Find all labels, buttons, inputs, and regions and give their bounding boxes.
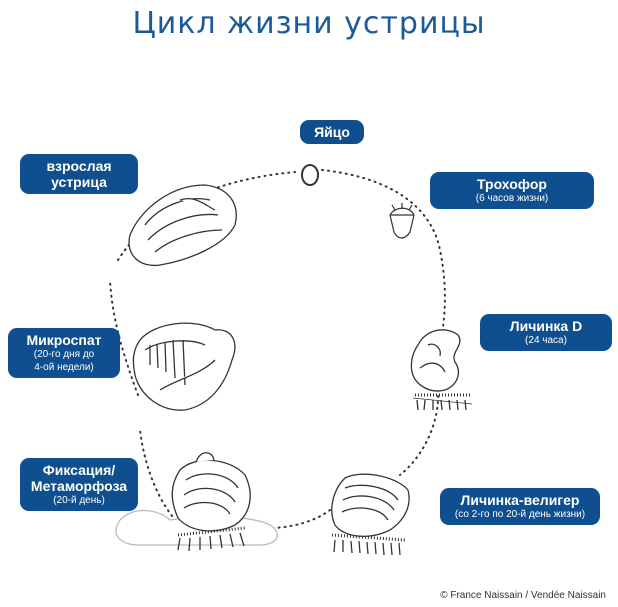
trochophore-note: (6 часов жизни) [475, 193, 549, 204]
fixation-shape [115, 452, 279, 552]
microspat-note-line2: 4-ой недели) [34, 362, 94, 373]
fixation-name-line1: Фиксация/ [42, 462, 116, 478]
stage-label-larva-d: Личинка D (24 часа) [480, 314, 612, 351]
cycle-path [109, 169, 446, 530]
stage-label-fixation: Фиксация/ Метаморфоза (20-й день) [20, 458, 138, 511]
microspat-name: Микроспат [26, 332, 102, 348]
veliger-shape [331, 473, 410, 556]
larva-d-note: (24 часа) [525, 335, 567, 346]
larva-d-shape [410, 329, 473, 411]
egg-shape [301, 164, 319, 186]
stage-label-microspat: Микроспат (20-го дня до 4-ой недели) [8, 328, 120, 378]
stage-label-veliger: Личинка-велигер (со 2-го по 20-й день жи… [440, 488, 600, 525]
diagram-title: Цикл жизни устрицы [132, 6, 486, 41]
stage-label-trochophore: Трохофор (6 часов жизни) [430, 172, 594, 209]
fixation-note: (20-й день) [53, 495, 105, 506]
adult-oyster-shape [128, 184, 237, 267]
egg-name: Яйцо [314, 124, 350, 140]
adult-name-line1: взрослая [46, 158, 112, 174]
adult-name-line2: устрица [51, 174, 107, 190]
image-credit: © France Naissain / Vendée Naissain [440, 590, 606, 601]
stage-label-adult: взрослая устрица [20, 154, 138, 194]
trochophore-shape [389, 203, 415, 239]
fixation-name-line2: Метаморфоза [30, 478, 128, 494]
larva-d-name: Личинка D [509, 318, 583, 334]
veliger-note: (со 2-го по 20-й день жизни) [454, 509, 586, 520]
microspat-note-line1: (20-го дня до [33, 349, 95, 360]
microspat-shape [132, 322, 236, 411]
veliger-name: Личинка-велигер [460, 492, 580, 508]
stage-label-egg: Яйцо [300, 120, 364, 144]
trochophore-name: Трохофор [477, 176, 547, 192]
